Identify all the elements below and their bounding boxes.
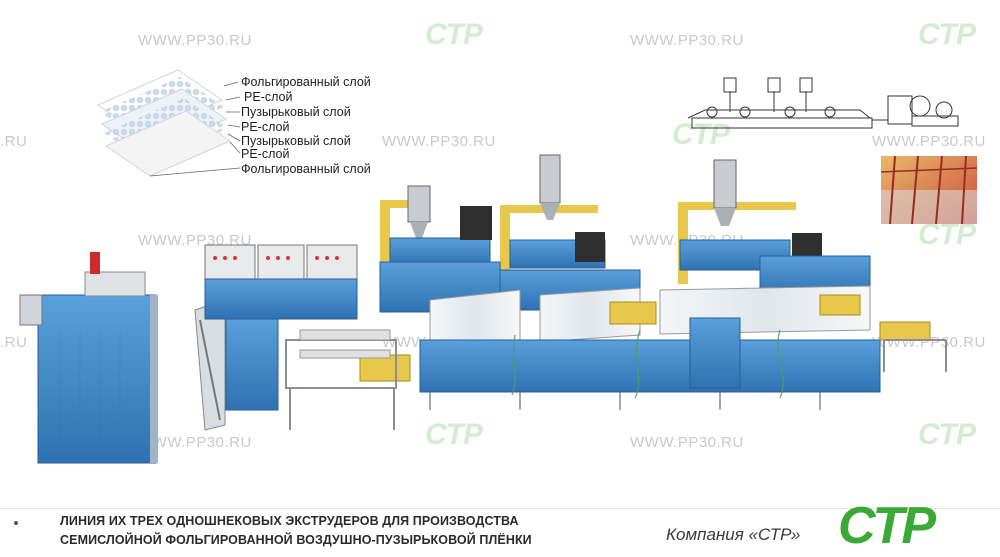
extruder-3: [678, 159, 871, 297]
bullet-dot: [14, 521, 18, 525]
roll-stands: [285, 321, 947, 430]
layer-label: Пузырьковый слой: [241, 105, 351, 119]
company-name: Компания «СТР»: [666, 525, 801, 544]
caption-line-1: ЛИНИЯ ИХ ТРЕХ ОДНОШНЕКОВЫХ ЭКСТРУДЕРОВ Д…: [60, 514, 519, 528]
inclined-conveyor: [194, 299, 279, 431]
watermark-logo: CTP: [918, 418, 976, 451]
layer-label: PE-слой: [244, 90, 293, 104]
watermark-logo: CTP: [425, 18, 483, 51]
layer-label: PE-слой: [241, 147, 290, 161]
film-layers-sample: [96, 69, 241, 177]
laminating-line: [359, 261, 881, 410]
layer-label: Пузырьковый слой: [241, 134, 351, 148]
extruder-1: [380, 185, 492, 288]
watermark-logo: CTP: [425, 418, 483, 451]
watermark-text: WWW.PP30.RU: [630, 434, 744, 451]
greenhouse-photo: [880, 155, 978, 225]
layer-label: Фольгированный слой: [241, 75, 371, 89]
watermark-text: WWW.PP30.RU: [138, 32, 252, 49]
control-cabinets: [204, 244, 358, 320]
watermark-text: WWW.PP30.RU: [382, 133, 496, 150]
watermark-text: WWW.PP30.RU: [630, 32, 744, 49]
watermark-text: .RU: [0, 334, 28, 351]
watermark-logo: CTP: [918, 18, 976, 51]
watermark-text: WWW.PP30.RU: [872, 133, 986, 150]
caption-bar: ЛИНИЯ ИХ ТРЕХ ОДНОШНЕКОВЫХ ЭКСТРУДЕРОВ Д…: [0, 508, 1000, 557]
layer-label: Фольгированный слой: [241, 162, 371, 176]
watermark-text: .RU: [0, 133, 28, 150]
watermark-text: WWW.PP30.RU: [138, 434, 252, 451]
winder-unit: [19, 252, 158, 464]
extruder-2: [500, 154, 606, 285]
watermark-logo: CTP: [672, 118, 730, 151]
production-line-illustration: [19, 69, 978, 464]
caption-line-2: СЕМИСЛОЙНОЙ ФОЛЬГИРОВАННОЙ ВОЗДУШНО-ПУЗЫ…: [60, 533, 532, 547]
layer-label: PE-слой: [241, 120, 290, 134]
company-logo: CTP: [838, 497, 939, 553]
line-schematic: [687, 77, 959, 129]
company-logo-text: CTP: [838, 497, 936, 553]
